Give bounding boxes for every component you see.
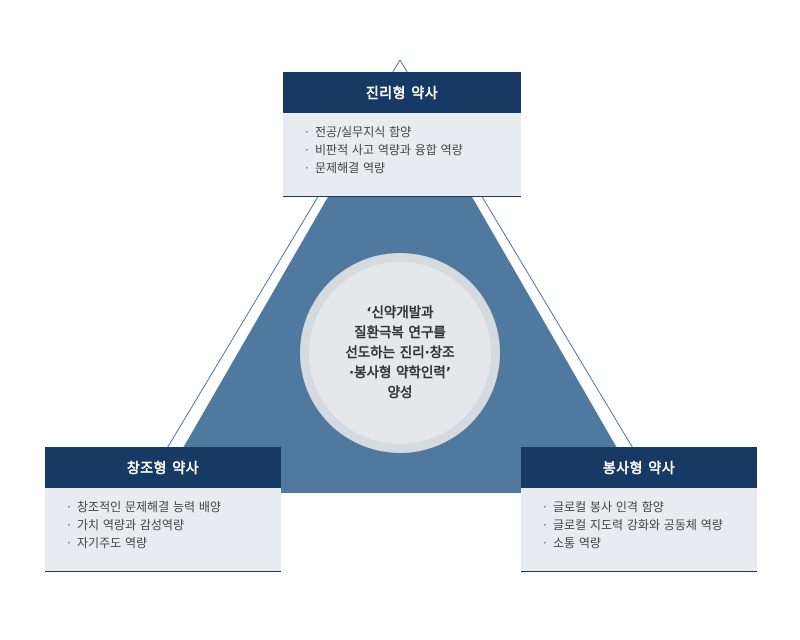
list-item-text: 글로컬 봉사 인격 함양 bbox=[553, 500, 664, 514]
service-pharmacist-box: 봉사형 약사 · 글로컬 봉사 인격 함양 · 글로컬 지도력 강화와 공동체 역량… bbox=[521, 447, 757, 572]
bullet: · bbox=[543, 518, 547, 532]
box-body: · 창조적인 문제해결 능력 배양 · 가치 역량과 감성역량 · 자기주도 역량 bbox=[45, 488, 281, 572]
box-title: 창조형 약사 bbox=[45, 447, 281, 488]
bullet: · bbox=[67, 500, 71, 514]
list-item: · 비판적 사고 역량과 융합 역량 bbox=[305, 141, 521, 159]
truth-pharmacist-box: 진리형 약사 · 전공/실무지식 함양 · 비판적 사고 역량과 융합 역량 · 문제… bbox=[283, 72, 521, 197]
list-item: · 창조적인 문제해결 능력 배양 bbox=[67, 498, 281, 516]
bullet: · bbox=[305, 143, 309, 157]
center-line: ·봉사형 약학인력’ bbox=[349, 365, 451, 381]
list-item: · 글로컬 지도력 강화와 공동체 역량 bbox=[543, 516, 757, 534]
creative-pharmacist-box: 창조형 약사 · 창조적인 문제해결 능력 배양 · 가치 역량과 감성역량 · 자기… bbox=[45, 447, 281, 572]
bullet: · bbox=[67, 536, 71, 550]
list-item: · 글로컬 봉사 인격 함양 bbox=[543, 498, 757, 516]
bullet: · bbox=[543, 500, 547, 514]
list-item: · 가치 역량과 감성역량 bbox=[67, 516, 281, 534]
list-item-text: 글로컬 지도력 강화와 공동체 역량 bbox=[553, 518, 723, 532]
competency-list: · 전공/실무지식 함양 · 비판적 사고 역량과 융합 역량 · 문제해결 역량 bbox=[305, 123, 521, 177]
list-item: · 문제해결 역량 bbox=[305, 159, 521, 177]
center-line: ‘신약개발과 bbox=[366, 305, 434, 321]
center-line: 양성 bbox=[387, 385, 413, 401]
list-item: · 소통 역량 bbox=[543, 534, 757, 552]
list-item-text: 창조적인 문제해결 능력 배양 bbox=[77, 500, 221, 514]
list-item-text: 문제해결 역량 bbox=[315, 161, 386, 175]
center-line: 질환극복 연구를 bbox=[354, 325, 446, 341]
list-item: · 전공/실무지식 함양 bbox=[305, 123, 521, 141]
list-item-text: 비판적 사고 역량과 융합 역량 bbox=[315, 143, 463, 157]
list-item-text: 자기주도 역량 bbox=[77, 536, 148, 550]
box-body: · 글로컬 봉사 인격 함양 · 글로컬 지도력 강화와 공동체 역량 · 소통 역량 bbox=[521, 488, 757, 572]
list-item: · 자기주도 역량 bbox=[67, 534, 281, 552]
bullet: · bbox=[305, 125, 309, 139]
center-circle bbox=[309, 262, 491, 444]
bullet: · bbox=[543, 536, 547, 550]
box-body: · 전공/실무지식 함양 · 비판적 사고 역량과 융합 역량 · 문제해결 역량 bbox=[283, 113, 521, 197]
list-item-text: 소통 역량 bbox=[553, 536, 601, 550]
bottom-gap bbox=[281, 493, 521, 513]
center-goal-text: ‘신약개발과 질환극복 연구를 선도하는 진리·창조 ·봉사형 약학인력’ 양성 bbox=[302, 255, 498, 451]
competency-list: · 글로컬 봉사 인격 함양 · 글로컬 지도력 강화와 공동체 역량 · 소통 역량 bbox=[543, 498, 757, 552]
box-title: 진리형 약사 bbox=[283, 72, 521, 113]
center-line: 선도하는 진리·창조 bbox=[345, 345, 455, 361]
list-item-text: 전공/실무지식 함양 bbox=[315, 125, 412, 139]
competency-list: · 창조적인 문제해결 능력 배양 · 가치 역량과 감성역량 · 자기주도 역량 bbox=[67, 498, 281, 552]
bullet: · bbox=[305, 161, 309, 175]
list-item-text: 가치 역량과 감성역량 bbox=[77, 518, 184, 532]
box-title: 봉사형 약사 bbox=[521, 447, 757, 488]
bullet: · bbox=[67, 518, 71, 532]
